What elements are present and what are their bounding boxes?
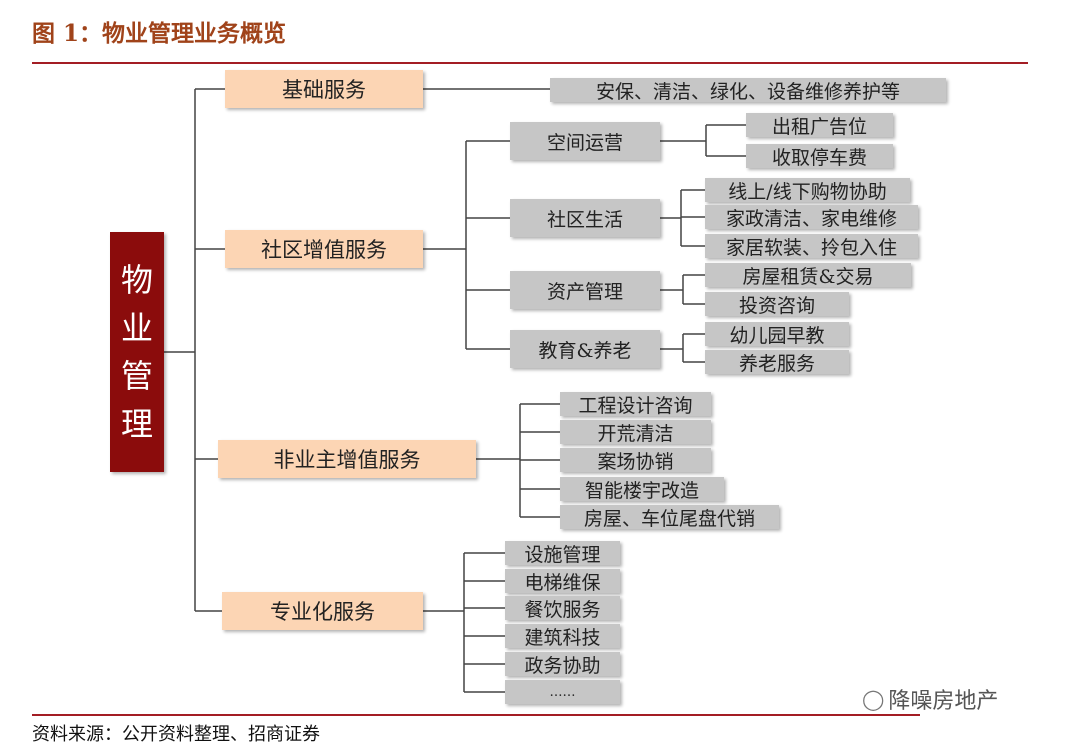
leaf: 收取停车费 [746, 144, 893, 169]
leaf-more: …… [505, 680, 620, 704]
leaf: 家政清洁、家电维修 [705, 205, 918, 230]
leaf: 幼儿园早教 [705, 322, 849, 347]
leaf: 设施管理 [505, 541, 620, 566]
leaf: 房屋、车位尾盘代销 [560, 505, 779, 530]
node-community-services: 社区增值服务 [225, 230, 423, 268]
node-space-operation: 空间运营 [510, 122, 660, 160]
node-basic-services: 基础服务 [225, 70, 423, 108]
node-community-life: 社区生活 [510, 199, 660, 237]
leaf: 餐饮服务 [505, 596, 620, 621]
leaf: 线上/线下购物协助 [705, 178, 910, 203]
top-rule [32, 62, 1028, 64]
leaf: 出租广告位 [746, 113, 893, 138]
leaf: 政务协助 [505, 652, 620, 677]
node-professional-services: 专业化服务 [222, 592, 423, 630]
root-node: 物 业 管 理 [110, 232, 164, 472]
leaf: 开荒清洁 [560, 420, 711, 445]
root-char: 物 [120, 261, 153, 299]
root-char: 理 [120, 405, 153, 443]
leaf: 投资咨询 [705, 292, 849, 317]
leaf: 智能楼宇改造 [560, 477, 724, 502]
leaf-basic-detail: 安保、清洁、绿化、设备维修养护等 [550, 78, 946, 103]
node-asset-management: 资产管理 [510, 271, 660, 309]
watermark: ◯ 降噪房地产 [862, 683, 998, 715]
leaf: 案场协销 [560, 448, 711, 473]
leaf: 房屋租赁&交易 [705, 263, 911, 288]
node-nonowner-services: 非业主增值服务 [218, 440, 476, 478]
source-note: 资料来源：公开资料整理、招商证券 [32, 724, 320, 745]
leaf: 建筑科技 [505, 624, 620, 649]
bottom-rule [32, 714, 920, 716]
figure-title: 图 1：物业管理业务概览 [32, 20, 287, 47]
root-char: 管 [120, 357, 153, 395]
leaf: 工程设计咨询 [560, 392, 711, 417]
wechat-icon: ◯ [862, 687, 885, 711]
leaf: 养老服务 [705, 350, 849, 375]
watermark-text: 降噪房地产 [888, 689, 999, 714]
leaf: 电梯维保 [505, 569, 620, 594]
node-education-elderly: 教育&养老 [510, 330, 660, 368]
root-char: 业 [120, 309, 153, 347]
leaf: 家居软装、拎包入住 [705, 234, 918, 259]
